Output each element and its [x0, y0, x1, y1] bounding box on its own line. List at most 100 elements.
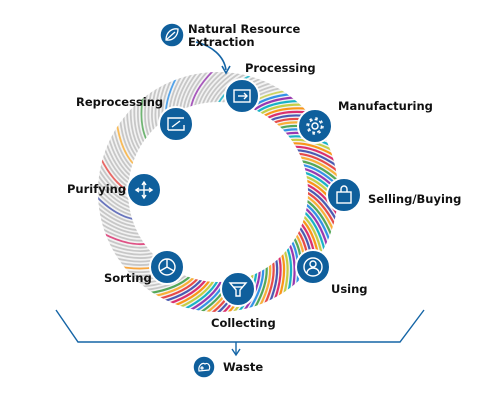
ring-strand — [140, 95, 148, 141]
ring-strand — [193, 72, 220, 108]
ring-strand — [305, 191, 337, 227]
label-using: Using — [331, 282, 368, 296]
ring-strand — [102, 232, 147, 246]
ring-strand — [305, 187, 338, 221]
node-reprocessing — [158, 106, 194, 142]
ring-strand — [109, 247, 155, 256]
ring-strand — [258, 263, 272, 308]
ring-strand — [291, 142, 335, 157]
ring-strand — [126, 110, 140, 155]
waste-bracket — [55, 309, 425, 343]
label-selling-buying: Selling/Buying — [368, 192, 462, 206]
ring-strand — [273, 255, 282, 301]
extraction-arrowhead — [221, 65, 231, 75]
label-purifying: Purifying — [67, 182, 127, 196]
ring-strand — [268, 258, 279, 303]
ring-strand — [133, 102, 144, 148]
ring-strand — [110, 132, 133, 174]
ring-strand — [305, 183, 338, 216]
label-processing: Processing — [245, 61, 316, 75]
label-reprocessing: Reprocessing — [76, 95, 164, 109]
ring-strand — [129, 106, 142, 151]
node-processing — [224, 78, 260, 114]
ring-strand — [97, 179, 132, 209]
ring-strand — [293, 145, 337, 162]
ring-strand — [144, 92, 151, 138]
node-collecting — [220, 271, 256, 307]
ring-strand — [136, 99, 146, 144]
ring-strand — [253, 265, 268, 309]
shopping-bag-icon — [336, 185, 352, 204]
ring-strand — [147, 89, 153, 135]
ring-strand — [97, 190, 134, 217]
ring-strand — [209, 72, 242, 105]
ring-strand — [104, 237, 150, 249]
ring-strand — [263, 260, 275, 306]
waste-arrowhead — [231, 348, 241, 357]
ring-strand — [248, 267, 265, 311]
ring-strand — [97, 195, 135, 221]
ring-strand — [186, 72, 210, 110]
ring-strand — [288, 243, 296, 289]
ring-strand — [154, 83, 163, 129]
ring-strand — [285, 246, 293, 292]
ring-strand — [97, 184, 133, 213]
ring-strand — [303, 210, 326, 252]
label-manufacturing: Manufacturing — [338, 99, 433, 113]
ring-strand — [105, 142, 132, 181]
label-waste: Waste — [223, 360, 264, 374]
ring-strand — [98, 217, 141, 235]
ring-strand — [304, 202, 331, 242]
ring-strand — [305, 194, 335, 232]
node-manufacturing — [297, 108, 333, 144]
measure-icon — [167, 117, 185, 131]
arrows-out-icon — [134, 180, 154, 200]
funnel-icon — [228, 282, 248, 297]
ring-strand — [278, 252, 286, 298]
waste-icon — [198, 362, 211, 372]
ring-strand — [97, 211, 139, 232]
ring-strand — [303, 206, 329, 247]
ring-strand — [116, 123, 135, 166]
ring-strand — [189, 279, 223, 312]
ring-strand — [107, 242, 152, 253]
ring-strand — [183, 279, 219, 311]
node-sorting — [149, 249, 185, 285]
pie-chart-icon — [158, 258, 176, 276]
ring-strand — [197, 72, 226, 107]
ring-strand — [189, 72, 215, 109]
user-icon — [303, 257, 323, 277]
ring-strand — [304, 198, 333, 237]
ring-strand — [262, 107, 308, 118]
ring-strand — [283, 249, 289, 295]
node-using — [295, 249, 331, 285]
ring-strand — [99, 222, 143, 239]
ring-strand — [97, 206, 138, 228]
ring-strand — [97, 173, 132, 205]
ring-strand — [122, 114, 138, 158]
label-collecting: Collecting — [211, 316, 276, 330]
label-sorting: Sorting — [104, 271, 152, 285]
ring-strand — [149, 274, 192, 295]
ring-strand — [119, 119, 137, 162]
ring-strand — [251, 96, 296, 112]
ring-strand — [113, 128, 134, 170]
ring-strand — [107, 137, 132, 178]
label-natural-resource-extraction: Natural Resource Extraction — [188, 23, 300, 49]
node-waste — [192, 355, 216, 379]
node-selling-buying — [326, 177, 362, 213]
conveyor-icon — [233, 89, 251, 103]
ring-strand — [295, 149, 338, 168]
node-purifying — [126, 172, 162, 208]
gear-icon — [306, 117, 324, 135]
ring-strand — [151, 86, 158, 132]
ring-strand — [168, 278, 208, 305]
leaf-icon — [165, 28, 179, 41]
ring-strand — [97, 168, 131, 201]
ring-strand — [259, 103, 304, 116]
ring-strand — [178, 279, 216, 309]
label-line-1: Natural Resource — [188, 22, 301, 36]
ring-strand — [97, 200, 136, 224]
ring-strand — [205, 72, 237, 106]
